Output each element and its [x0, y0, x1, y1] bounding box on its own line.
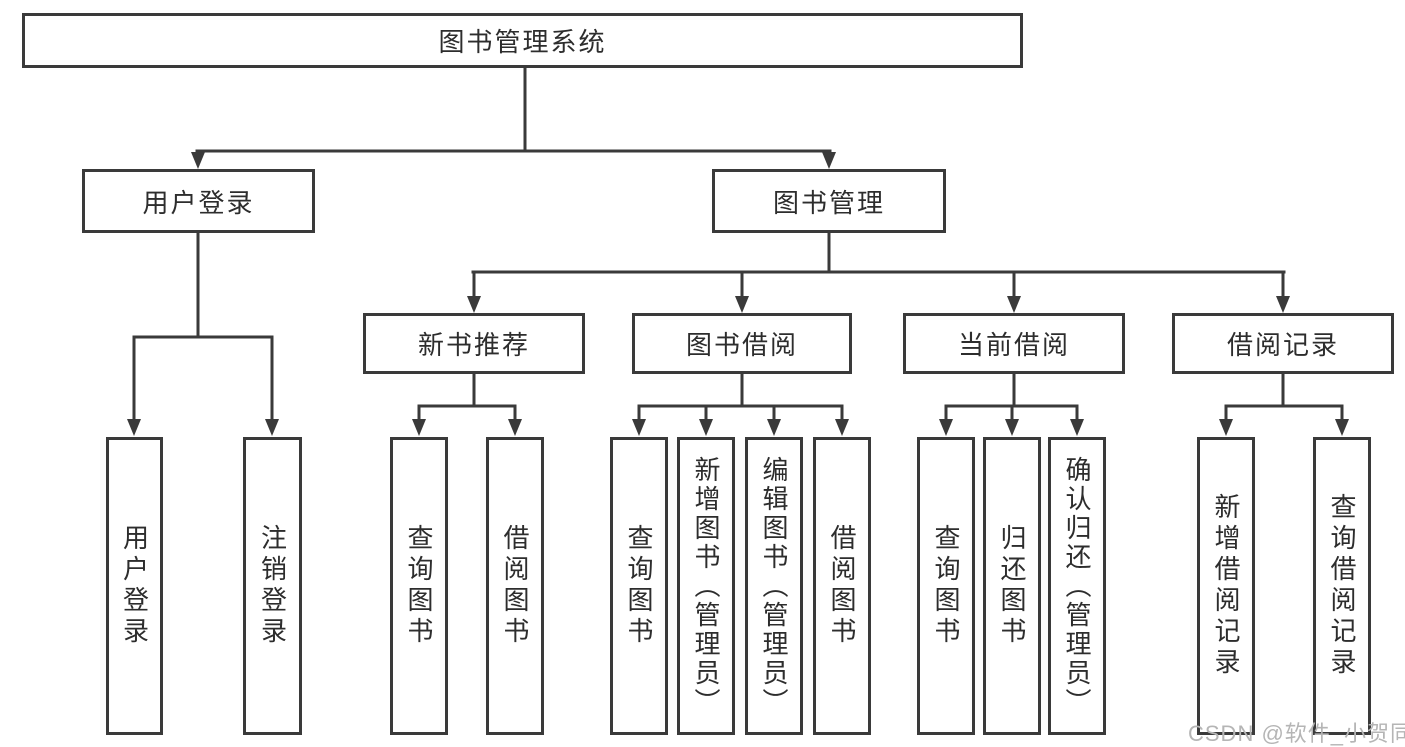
connector-root-to-level2 [191, 66, 836, 169]
node-label: 借阅记录 [1226, 330, 1339, 360]
node-label: 新增图书（管理员） [691, 455, 721, 717]
node-label: 归还图书 [997, 524, 1027, 648]
node-book-management: 图书管理 [712, 169, 946, 233]
node-book-borrowing: 图书借阅 [632, 313, 852, 374]
node-label: 图书管理系统 [438, 27, 607, 57]
node-leaf-return-books: 归还图书 [983, 437, 1041, 735]
node-user-login: 用户登录 [82, 169, 315, 233]
connector-borrow-record-to-leaves [1219, 372, 1349, 436]
node-label: 新书推荐 [417, 330, 530, 360]
node-new-book-recommend: 新书推荐 [363, 313, 585, 374]
node-borrowing-records: 借阅记录 [1172, 313, 1394, 374]
node-leaf-query-books: 查询图书 [390, 437, 448, 735]
node-label: 查询图书 [624, 524, 654, 648]
node-leaf-query-books: 查询图书 [610, 437, 668, 735]
connector-book-mgmt-to-level3 [467, 231, 1290, 313]
node-label: 新增借阅记录 [1211, 493, 1241, 679]
node-current-borrowing: 当前借阅 [903, 313, 1125, 374]
connector-new-book-rec-to-leaves [412, 372, 522, 436]
node-label: 图书管理 [772, 187, 885, 218]
node-label: 当前借阅 [957, 330, 1070, 360]
node-leaf-confirm-return-admin: 确认归还（管理员） [1048, 437, 1106, 735]
node-leaf-edit-books-admin: 编辑图书（管理员） [745, 437, 803, 735]
node-library-management-system: 图书管理系统 [22, 13, 1023, 68]
node-label: 编辑图书（管理员） [759, 455, 789, 717]
csdn-watermark: CSDN @软件_小贺同学 [1188, 721, 1405, 746]
connector-current-borrow-to-leaves [939, 372, 1084, 436]
node-label: 注销登录 [257, 524, 288, 648]
connector-book-borrow-to-leaves [632, 372, 849, 436]
node-leaf-add-borrow-record: 新增借阅记录 [1197, 437, 1255, 735]
node-label: 用户登录 [142, 187, 255, 218]
node-leaf-add-books-admin: 新增图书（管理员） [677, 437, 735, 735]
connector-user-login-to-leaves [127, 231, 279, 436]
node-label: 用户登录 [119, 524, 150, 648]
node-leaf-query-borrow-record: 查询借阅记录 [1313, 437, 1371, 735]
node-label: 查询借阅记录 [1327, 493, 1357, 679]
node-label: 查询图书 [931, 524, 961, 648]
node-leaf-user-login: 用户登录 [106, 437, 163, 735]
node-leaf-borrow-books: 借阅图书 [813, 437, 871, 735]
node-leaf-logout: 注销登录 [243, 437, 302, 735]
node-leaf-query-books: 查询图书 [917, 437, 975, 735]
node-label: 图书借阅 [685, 330, 798, 360]
node-label: 借阅图书 [827, 524, 857, 648]
node-label: 确认归还（管理员） [1062, 455, 1092, 717]
node-label: 查询图书 [404, 524, 434, 648]
node-leaf-borrow-books: 借阅图书 [486, 437, 544, 735]
node-label: 借阅图书 [500, 524, 530, 648]
